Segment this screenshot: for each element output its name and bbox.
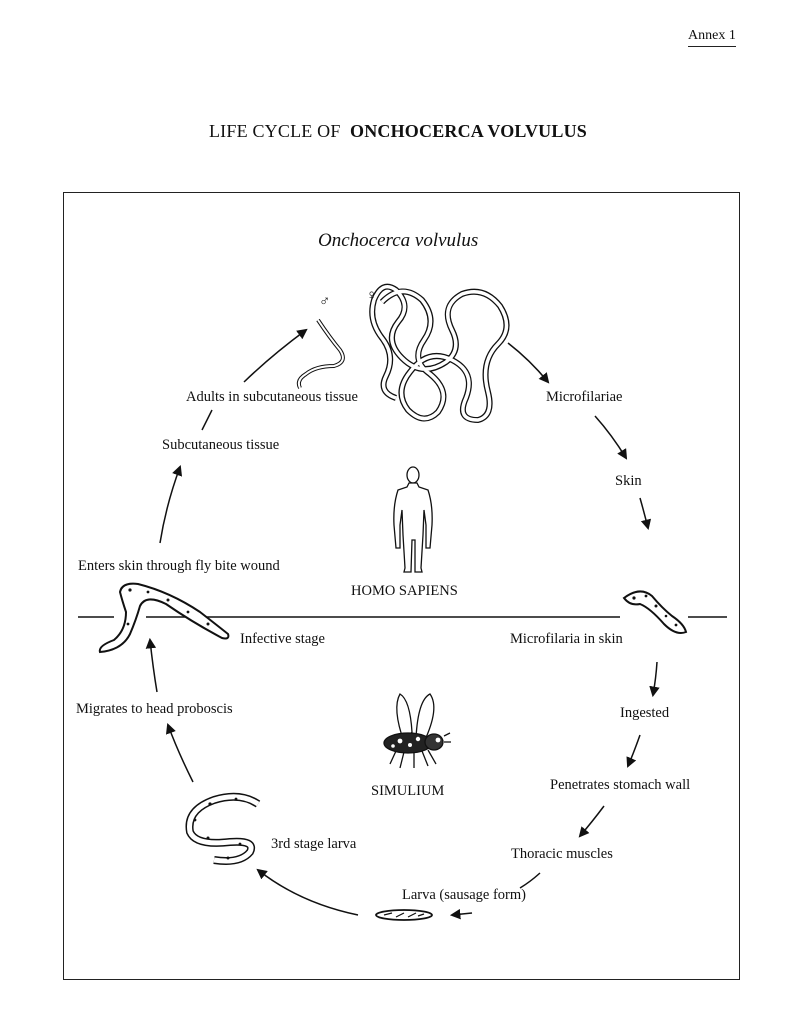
label-microfilaria-in-skin: Microfilaria in skin [510, 631, 623, 647]
label-adults: Adults in subcutaneous tissue [186, 389, 358, 405]
label-skin: Skin [615, 473, 642, 489]
arrow-penetrates-to-thoracic [578, 805, 605, 838]
label-third-stage: 3rd stage larva [271, 836, 357, 852]
label-penetrates: Penetrates stomach wall [550, 777, 691, 793]
microfilaria-spots [632, 594, 678, 627]
title-prefix: LIFE CYCLE OF [208, 121, 341, 141]
infective-stage-larva [98, 582, 230, 654]
annex-label: Annex 1 [688, 28, 736, 47]
microfilaria-in-skin [622, 590, 688, 634]
arrow-to-male-worm [243, 328, 308, 383]
label-enters-skin: Enters skin through fly bite wound [78, 558, 280, 574]
arrow-third-to-migrates [165, 723, 194, 783]
human-figure-icon [393, 466, 433, 573]
page-title: LIFE CYCLE OF ONCHOCERCA VOLVULUS [0, 121, 796, 142]
label-homo-sapiens: HOMO SAPIENS [351, 583, 458, 599]
arrow-to-ingested [649, 661, 660, 698]
label-sausage: Larva (sausage form) [402, 887, 526, 903]
arrow-sausage-to-larva [449, 908, 473, 920]
label-thoracic: Thoracic muscles [511, 846, 613, 862]
arrow-skin-to-microfilaria [639, 497, 652, 531]
arrow-enters-to-subcutaneous [159, 465, 183, 544]
arrow-subcutaneous-to-adults [201, 409, 213, 431]
arrow-microfilariae-to-skin [594, 415, 628, 460]
third-stage-larva [185, 792, 261, 865]
arrow-ingested-to-penetrates [626, 734, 641, 768]
label-microfilariae: Microfilariae [546, 389, 623, 405]
label-migrates: Migrates to head proboscis [76, 701, 233, 717]
title-bold: ONCHOCERCA VOLVULUS [350, 121, 587, 141]
arrow-adults-to-microfilariae [507, 342, 550, 384]
simulium-fly-icon [383, 693, 451, 769]
label-subcutaneous: Subcutaneous tissue [162, 437, 280, 453]
label-simulium: SIMULIUM [371, 783, 445, 799]
label-infective: Infective stage [240, 631, 325, 647]
arrow-larva-to-third-stage [256, 868, 359, 916]
female-symbol: ♀ [366, 288, 378, 304]
species-name: Onchocerca volvulus [318, 230, 479, 251]
arrow-migrates-to-infective [145, 637, 158, 693]
female-worm-coil [369, 283, 510, 424]
arrow-thoracic-to-sausage [519, 872, 541, 889]
diagram-frame [63, 192, 740, 980]
sausage-form-larva [375, 909, 433, 921]
male-symbol: ♂ [319, 294, 331, 310]
label-ingested: Ingested [620, 705, 670, 721]
